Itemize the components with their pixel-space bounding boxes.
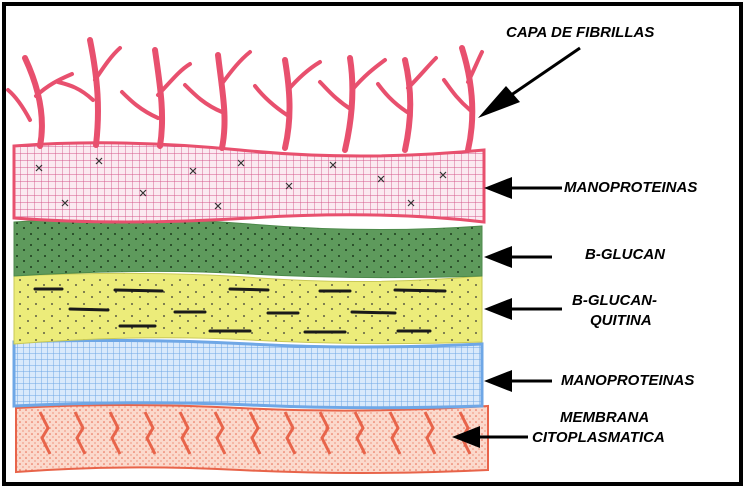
label-manoproteinas-top: MANOPROTEINAS [564, 178, 697, 197]
label-bglucan-quitina-line1: B-GLUCAN- [572, 291, 657, 310]
arrow-manoproteinas-bottom [484, 370, 552, 392]
manoproteinas-bottom-layer [14, 340, 482, 407]
membrana-layer [16, 405, 488, 473]
manoproteinas-top-layer [14, 143, 484, 222]
bglucan-quitina-layer [14, 273, 482, 344]
arrow-bglucan-quitina [484, 298, 562, 320]
label-membrana-line2: CITOPLASMATICA [532, 428, 665, 447]
arrow-fibrillas [478, 48, 580, 118]
arrow-bglucan [484, 246, 552, 268]
arrow-manoproteinas-top [484, 177, 562, 199]
label-capa-fibrillas: CAPA DE FIBRILLAS [506, 23, 654, 42]
label-membrana-line1: MEMBRANA [560, 408, 649, 427]
fibrils-layer [8, 40, 482, 150]
label-bglucan: B-GLUCAN [585, 245, 665, 264]
bglucan-layer [14, 218, 482, 277]
label-bglucan-quitina-line2: QUITINA [590, 311, 652, 330]
label-manoproteinas-bottom: MANOPROTEINAS [561, 371, 694, 390]
